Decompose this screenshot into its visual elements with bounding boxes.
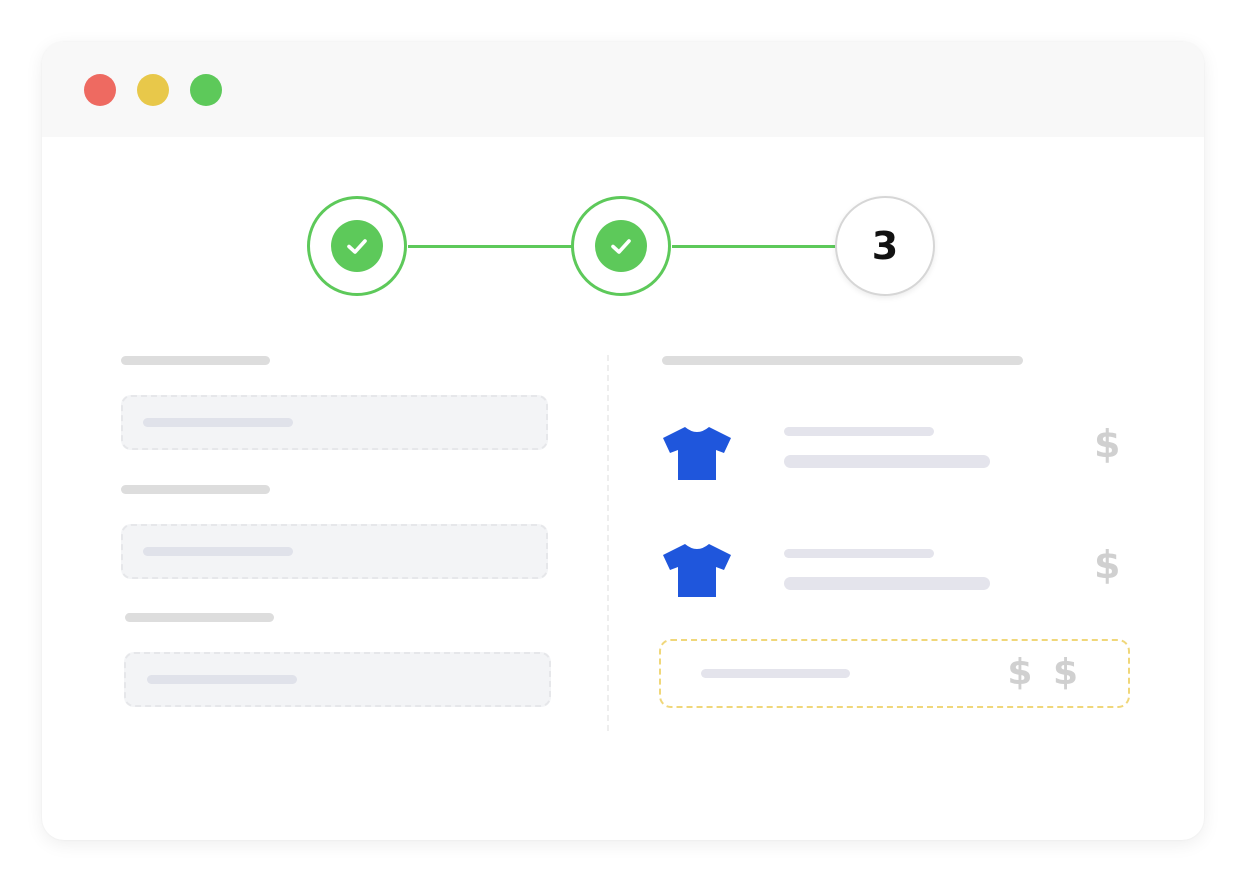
field-value-placeholder-2 — [143, 547, 293, 556]
field-label-placeholder-1 — [121, 356, 270, 365]
item-price: $ — [1094, 543, 1121, 587]
form-field-3[interactable] — [124, 652, 551, 707]
step-connector-2 — [672, 245, 836, 248]
form-field-1[interactable] — [121, 395, 548, 450]
field-label-placeholder-3 — [125, 613, 274, 622]
step-2-check-badge — [595, 220, 647, 272]
step-3-current[interactable]: 3 — [835, 196, 935, 296]
item-price: $ — [1094, 422, 1121, 466]
step-connector-1 — [408, 245, 572, 248]
item-detail-placeholder — [784, 455, 990, 468]
check-icon — [611, 239, 631, 254]
step-1-check-badge — [331, 220, 383, 272]
order-total: $ $ — [659, 639, 1130, 708]
field-value-placeholder-1 — [143, 418, 293, 427]
field-label-placeholder-2 — [121, 485, 270, 494]
maximize-window-button[interactable] — [190, 74, 222, 106]
step-1-completed[interactable] — [307, 196, 407, 296]
field-value-placeholder-3 — [147, 675, 297, 684]
browser-window: 3 $ — [42, 42, 1204, 840]
tshirt-icon — [663, 544, 731, 597]
close-window-button[interactable] — [84, 74, 116, 106]
tshirt-icon — [663, 427, 731, 480]
form-field-2[interactable] — [121, 524, 548, 579]
step-3-number: 3 — [871, 224, 899, 268]
item-detail-placeholder — [784, 577, 990, 590]
window-titlebar — [42, 42, 1204, 137]
total-price: $ $ — [1007, 652, 1082, 693]
step-2-completed[interactable] — [571, 196, 671, 296]
total-label-placeholder — [701, 669, 850, 678]
column-divider — [607, 355, 609, 731]
item-name-placeholder — [784, 427, 934, 436]
item-name-placeholder — [784, 549, 934, 558]
minimize-window-button[interactable] — [137, 74, 169, 106]
check-icon — [347, 239, 367, 254]
summary-heading-placeholder — [662, 356, 1023, 365]
